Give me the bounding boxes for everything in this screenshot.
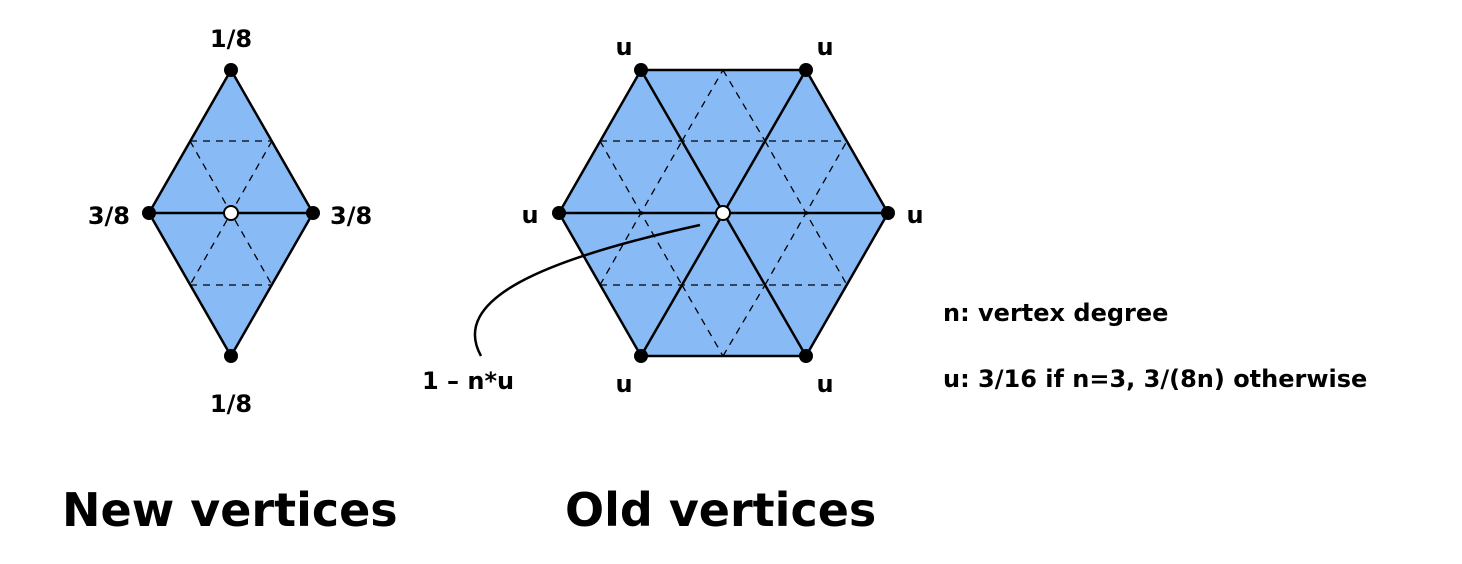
- hex-vertex-right: [881, 206, 895, 220]
- hex-vertex-top-left: [634, 63, 648, 77]
- center-weight-label: 1 – n*u: [422, 367, 514, 395]
- hex-vertex-bottom-right: [799, 349, 813, 363]
- definitions: n: vertex degree u: 3/16 if n=3, 3/(8n) …: [943, 299, 1367, 393]
- new-vertex-center: [223, 205, 239, 221]
- weight-u-top-right: u: [816, 33, 833, 61]
- old-vertex-center: [715, 205, 731, 221]
- weight-u-right: u: [906, 201, 923, 229]
- weight-right-label: 3/8: [330, 202, 372, 230]
- weight-left-label: 3/8: [88, 202, 130, 230]
- vertex-left: [142, 206, 156, 220]
- weight-u-top-left: u: [615, 33, 632, 61]
- new-vertices-caption: New vertices: [62, 483, 398, 537]
- center-weight-leader: [473, 223, 701, 357]
- weight-top-label: 1/8: [210, 25, 252, 53]
- weight-u-bottom-left: u: [615, 370, 632, 398]
- hex-vertex-bottom-left: [634, 349, 648, 363]
- old-vertices-caption: Old vertices: [565, 483, 876, 537]
- new-vertices-diagram: 1/8 1/8 3/8 3/8 New vertices: [62, 25, 398, 537]
- vertex-bottom: [224, 349, 238, 363]
- vertex-right: [306, 206, 320, 220]
- u-definition-note: u: 3/16 if n=3, 3/(8n) otherwise: [943, 365, 1367, 393]
- hex-vertex-top-right: [799, 63, 813, 77]
- hex-vertex-left: [552, 206, 566, 220]
- n-definition-note: n: vertex degree: [943, 299, 1168, 327]
- weight-bottom-label: 1/8: [210, 390, 252, 418]
- weight-u-bottom-right: u: [816, 370, 833, 398]
- old-vertices-diagram: u u u u u u 1 – n*u Old vertices: [422, 33, 924, 537]
- vertex-top: [224, 63, 238, 77]
- weight-u-left: u: [521, 201, 538, 229]
